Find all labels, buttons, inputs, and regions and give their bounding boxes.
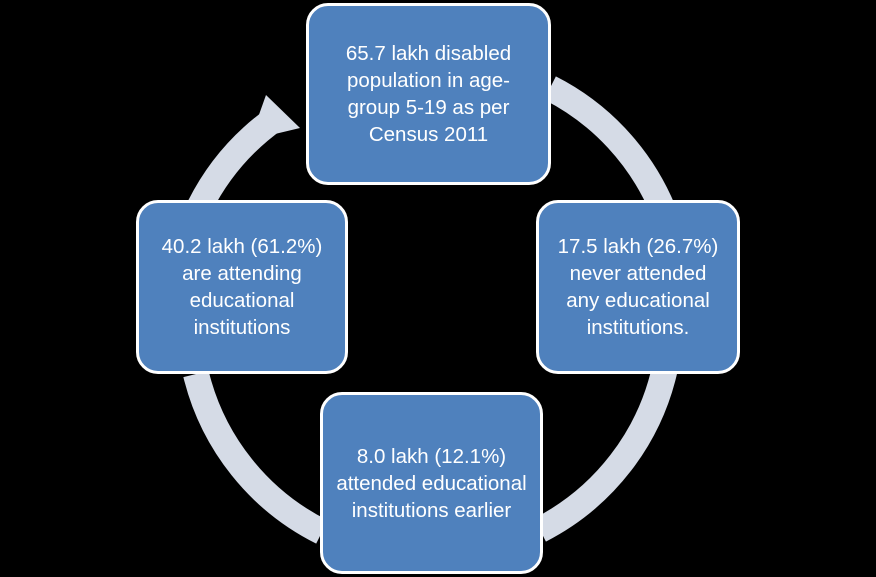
cycle-arrowhead (250, 95, 300, 140)
node-census-population-text: 65.7 lakh disabled population in age-gro… (345, 42, 512, 146)
ring-arc-right-bottom (533, 365, 678, 542)
ring-arc-top-right (543, 76, 676, 216)
node-attended-earlier-text: 8.0 lakh (12.1%) attended educational in… (336, 444, 527, 522)
node-census-population: 65.7 lakh disabled population in age-gro… (306, 3, 551, 185)
node-currently-attending: 40.2 lakh (61.2%) are attending educatio… (136, 200, 348, 374)
node-attended-earlier: 8.0 lakh (12.1%) attended educational in… (320, 392, 543, 574)
node-never-attended: 17.5 lakh (26.7%) never attended any edu… (536, 200, 740, 374)
node-currently-attending-text: 40.2 lakh (61.2%) are attending educatio… (161, 235, 323, 339)
ring-arc-bottom-left (183, 370, 328, 544)
node-never-attended-text: 17.5 lakh (26.7%) never attended any edu… (557, 235, 719, 339)
